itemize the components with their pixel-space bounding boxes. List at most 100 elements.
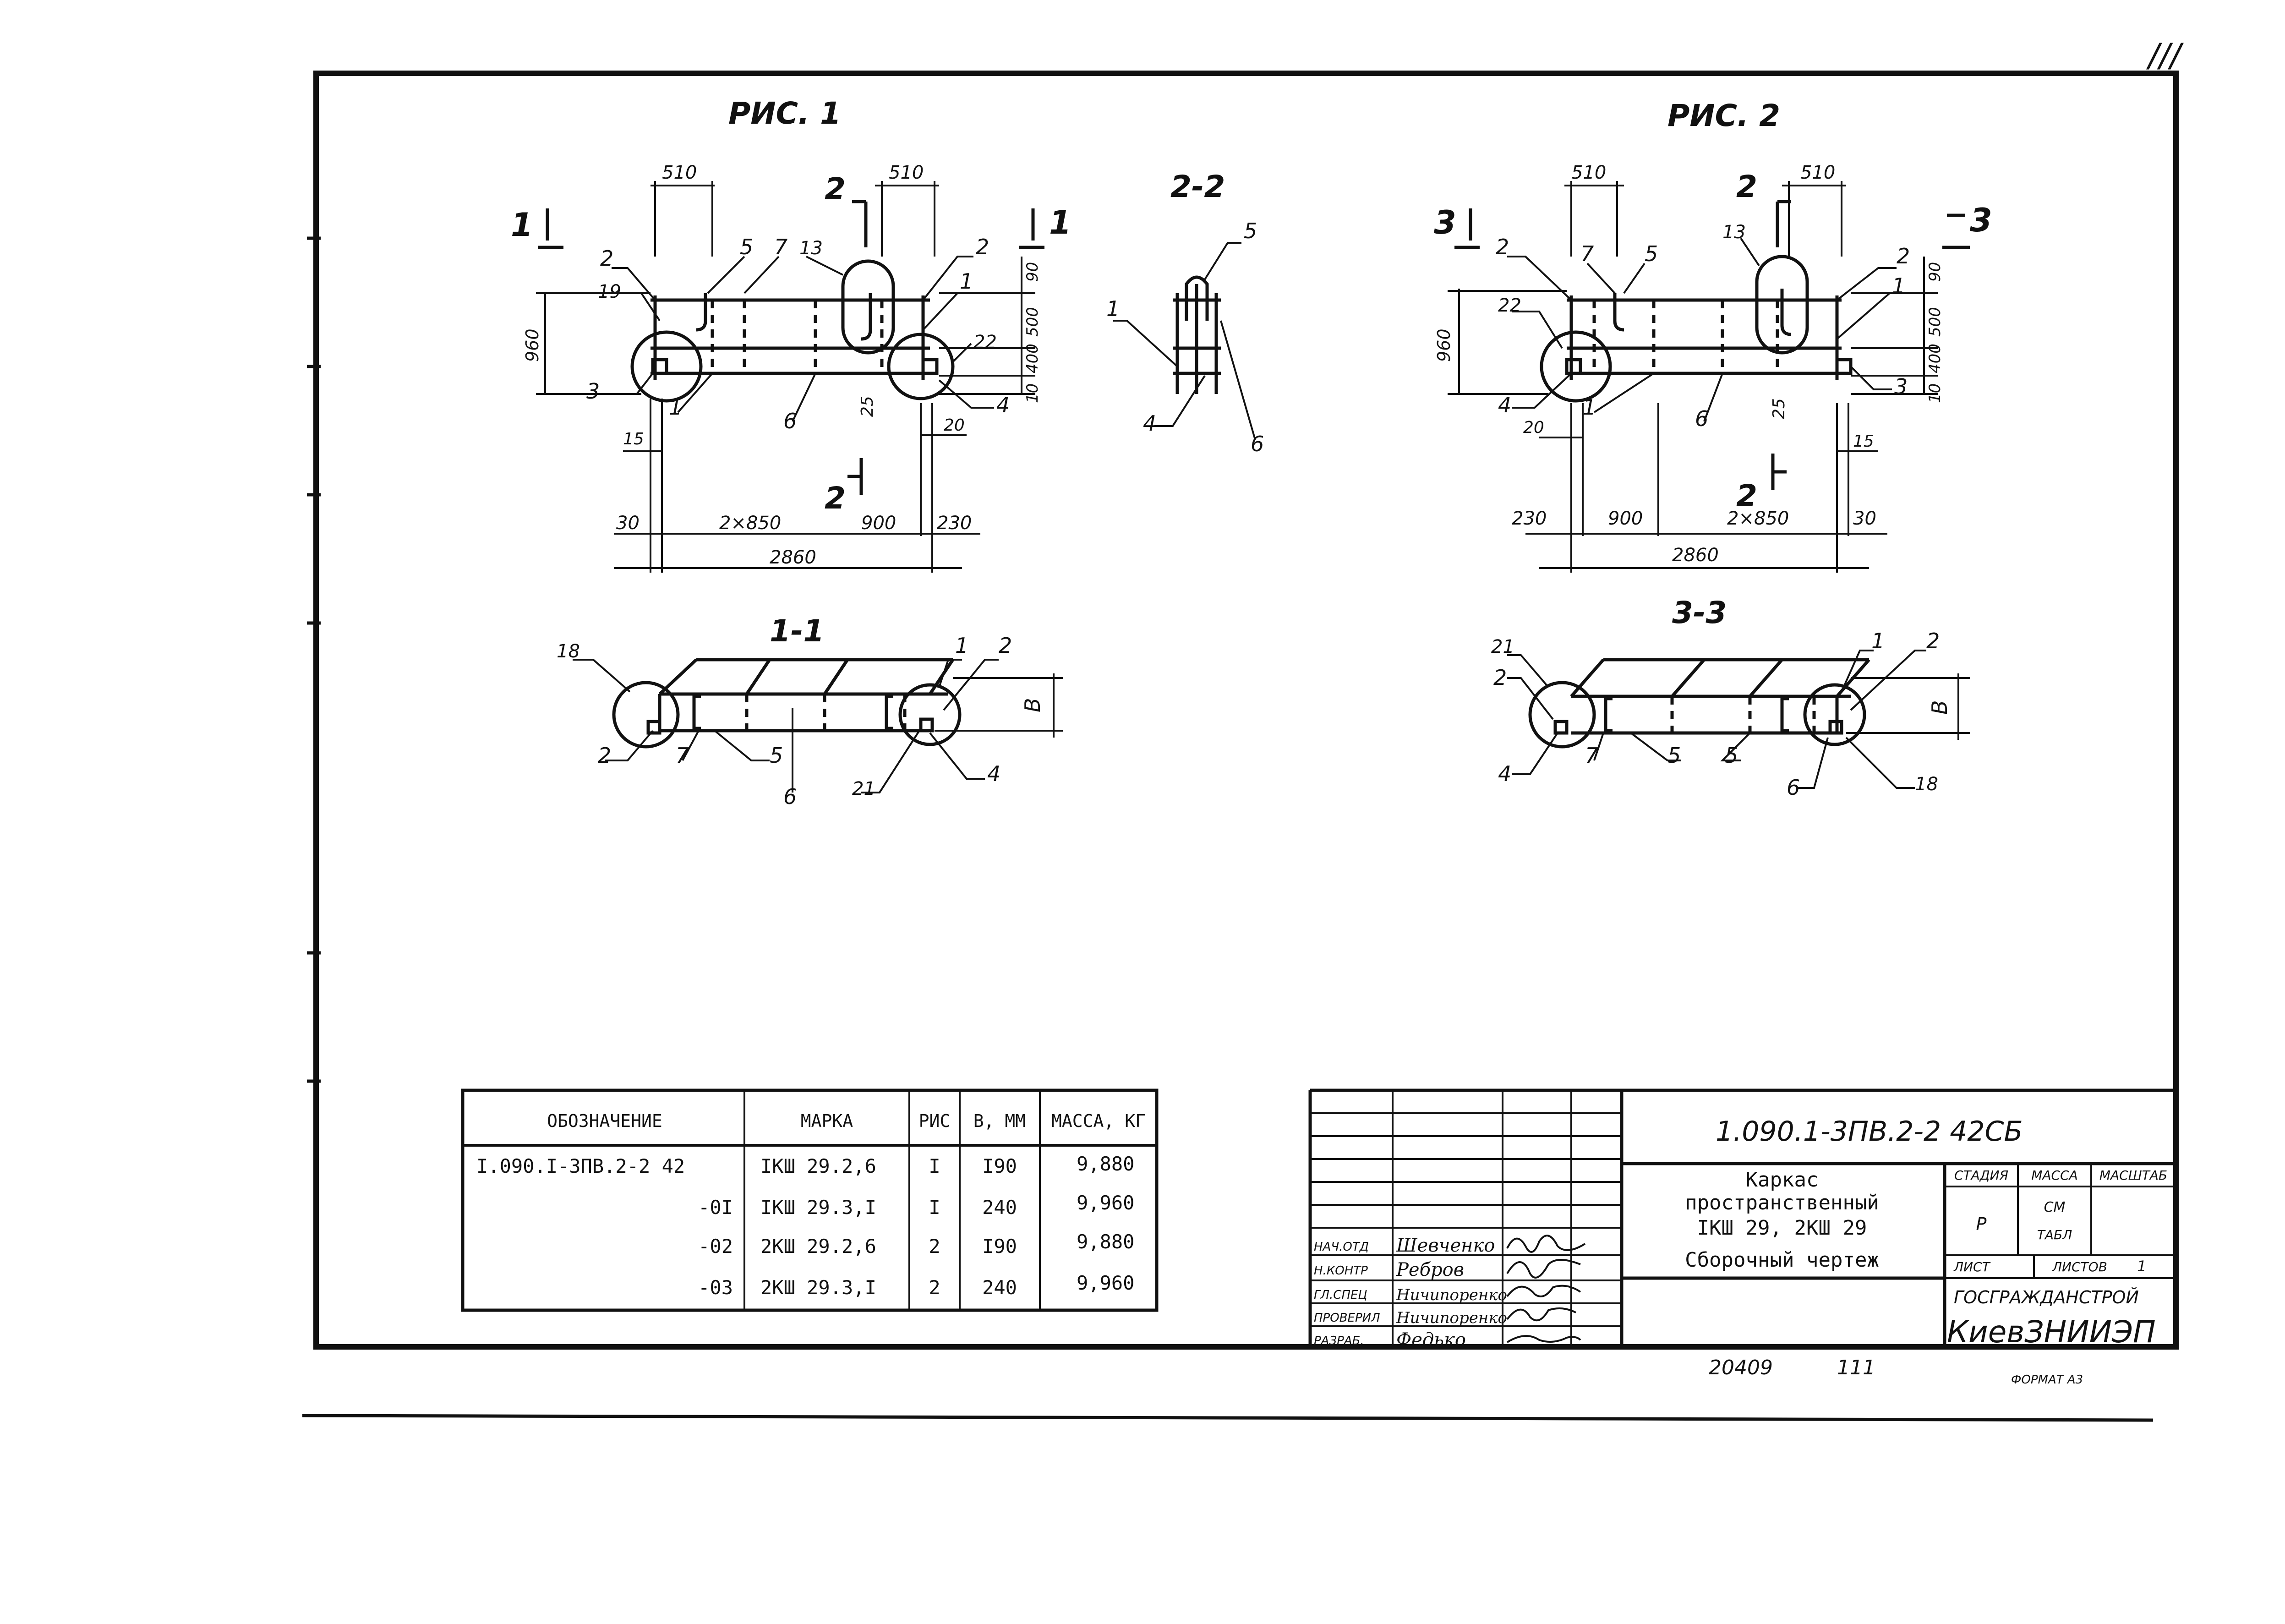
titleblock-org-1: ГОСГРАЖДАНСТРОЙ — [1954, 1287, 2139, 1307]
fig1-small-dim-3: 25 — [858, 396, 877, 417]
titleblock-mass-header: МАССА — [2031, 1168, 2078, 1183]
fig2-callout-2: 7 — [1580, 241, 1594, 266]
sec11-callout-7: 6 — [783, 784, 797, 809]
table-row-3-fig: 2 — [929, 1235, 940, 1258]
sec11-callout-8: 21 — [852, 778, 875, 799]
fig1-callout-12: 4 — [996, 393, 1010, 417]
left-ticks — [307, 236, 321, 1083]
sec11-dim: В — [1020, 698, 1045, 712]
sec33-callout-5: 4 — [1498, 761, 1511, 786]
sec33-callout-10: 18 — [1915, 774, 1938, 795]
archive-number: 20409 — [1709, 1356, 1773, 1379]
fig2-section-arrows — [1454, 200, 1970, 490]
fig1-cage — [630, 259, 955, 403]
table-row-3-designation: -02 — [698, 1235, 733, 1258]
title-block: 1.090.1-3ПВ.2-2 42СБ Каркас пространстве… — [1308, 1088, 2176, 1351]
fig1-dim-top-2: 510 — [889, 162, 924, 183]
sec11-callout-4: 2 — [598, 743, 611, 768]
fig2-small-dim-3: 25 — [1770, 398, 1788, 419]
fig2-section-mark-top: 2 — [1736, 169, 1757, 204]
titleblock-name-3: IКШ 29, 2КШ 29 — [1697, 1216, 1867, 1240]
table-row-3-mark: 2КШ 29.2,6 — [760, 1235, 876, 1258]
sec33-callout-1: 21 — [1491, 636, 1514, 657]
fig1-dim-bottom-4: 230 — [937, 513, 972, 534]
spec-table: ОБОЗНАЧЕНИЕ МАРКА РИС В, ММ МАССА, КГ I.… — [461, 1088, 1159, 1312]
sec11-callout-5: 7 — [676, 743, 689, 768]
fig1-callout-4: 13 — [799, 238, 823, 259]
fig2-callout-11: 3 — [1894, 374, 1908, 399]
fig1-callout-5: 2 — [976, 235, 989, 259]
fig2-section-mark-left: 3 — [1434, 204, 1456, 241]
fig1-small-dim-2: 20 — [944, 416, 965, 435]
table-row-1-mass: 9,880 — [1077, 1153, 1134, 1175]
titleblock-role-1: НАЧ.ОТД — [1314, 1240, 1369, 1254]
fig2-dim-right-1: 90 — [1926, 262, 1944, 282]
sec22-callout-4: 6 — [1251, 432, 1264, 456]
fig1-dim-right-4: 10 — [1023, 383, 1042, 403]
sec33-callout-3: 1 — [1871, 629, 1885, 653]
fig2-small-dim-2: 15 — [1853, 432, 1874, 451]
fig2-dim-bottom-4: 30 — [1853, 508, 1876, 529]
fig2-callout-1: 2 — [1496, 235, 1509, 259]
fig2-dim-left-label: 960 — [1434, 328, 1454, 362]
sec33-callout-6: 7 — [1585, 743, 1598, 768]
table-row-4-fig: 2 — [929, 1276, 940, 1299]
fig2-section-mark-right: 3 — [1970, 202, 1992, 239]
titleblock-code: 1.090.1-3ПВ.2-2 42СБ — [1716, 1115, 2023, 1148]
table-row-2-fig: I — [929, 1196, 940, 1219]
table-row-2-mass: 9,960 — [1077, 1192, 1134, 1214]
fig2-dim-total: 2860 — [1672, 545, 1719, 566]
fig1-section-mark-top: 2 — [825, 171, 846, 207]
titleblock-mass-value2: ТАБЛ — [2037, 1227, 2072, 1242]
fig2-callout-9: 1 — [1583, 395, 1596, 420]
fig2-callout-6: 22 — [1498, 295, 1521, 316]
fig2-dim-top-2: 510 — [1800, 162, 1835, 183]
titleblock-scale-header: МАСШТАБ — [2099, 1168, 2167, 1183]
fig2-cage — [1540, 255, 1853, 403]
fig2-callout-5: 2 — [1897, 244, 1910, 268]
sec11-callout-2: 1 — [955, 633, 968, 658]
fig2-dim-left — [1448, 289, 1567, 395]
fig1-callout-8: 22 — [973, 332, 997, 353]
fig1-dim-right-3: 400 — [1023, 344, 1042, 373]
fig2-callout-3: 5 — [1645, 241, 1658, 266]
sec33-callout-7: 5 — [1667, 743, 1681, 768]
fig2-dims-right — [1851, 257, 1938, 395]
fig1-callout-6: 19 — [598, 281, 621, 302]
titleblock-name-2: пространственный — [1685, 1191, 1879, 1214]
fig1-dim-right-1: 90 — [1023, 262, 1042, 282]
sec33-callout-2: 2 — [1493, 665, 1507, 690]
signature-scribbles — [1506, 1235, 1586, 1343]
fig1-section-arrows — [538, 200, 1044, 495]
table-header-designation: ОБОЗНАЧЕНИЕ — [547, 1111, 662, 1131]
titleblock-org-2: КиевЗНИИЭП — [1947, 1314, 2156, 1350]
fig1-callout-7: 1 — [960, 269, 973, 294]
table-row-1-fig: I — [929, 1155, 940, 1177]
fig2-title: РИС. 2 — [1667, 98, 1780, 133]
fig1-callout-11: 6 — [783, 409, 797, 433]
fig1-callout-10: 1 — [669, 395, 682, 420]
fig2-dim-top-1: 510 — [1571, 162, 1606, 183]
fig2-small-dim-1: 20 — [1523, 418, 1544, 437]
fig1-title: РИС. 1 — [728, 96, 841, 131]
sec33-title: 3-3 — [1672, 595, 1727, 630]
sec22-title: 2-2 — [1170, 169, 1225, 204]
section-2-2: 2-2 5 1 4 6 — [1106, 169, 1264, 456]
sec22-callout-3: 4 — [1143, 411, 1156, 436]
table-row-3-b: I90 — [982, 1235, 1017, 1258]
table-header-mark: МАРКА — [801, 1111, 853, 1131]
table-row-4-mass: 9,960 — [1077, 1272, 1134, 1294]
sec11-callout-9: 4 — [987, 761, 1000, 786]
fig2-dims-top — [1564, 181, 1846, 257]
table-header-fig: РИС — [919, 1111, 951, 1131]
sec22-callout-2: 1 — [1106, 296, 1120, 321]
fig1-section-mark-bottom: 2 — [825, 481, 846, 516]
titleblock-mass-value: СМ — [2044, 1199, 2066, 1215]
fig2-leaders — [1507, 237, 1897, 422]
sec33-callout-8: 5 — [1725, 743, 1738, 768]
fig2-callout-7: 1 — [1892, 273, 1905, 298]
fig1-dims-top — [651, 181, 939, 257]
table-header-b: В, ММ — [973, 1111, 1026, 1131]
sec11-title: 1-1 — [770, 613, 824, 649]
sec33-callout-9: 6 — [1787, 775, 1800, 800]
